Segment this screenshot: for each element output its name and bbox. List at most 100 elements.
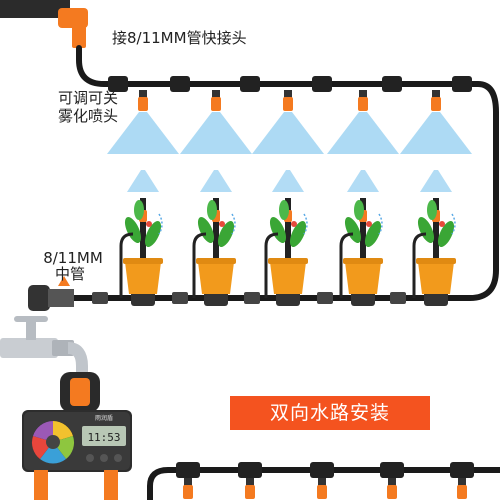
mist-nozzle-icon (317, 485, 327, 499)
leaf-icon (269, 217, 287, 243)
leaf-icon (197, 217, 215, 243)
tee-connector-icon (452, 76, 472, 92)
mist-nozzle-icon (245, 485, 255, 499)
leaf-icon (417, 217, 435, 243)
flower-icon (146, 221, 152, 227)
mist-nozzle-icon (138, 97, 148, 111)
pipe-indicator-icon (58, 276, 70, 286)
nozzle-stem (139, 90, 147, 98)
tee-connector-icon (240, 76, 260, 92)
tee-connector-icon (380, 462, 404, 478)
water-droplets (231, 213, 236, 235)
nozzle-stem (184, 478, 192, 486)
stake-icon (140, 198, 146, 284)
stake-icon (285, 198, 291, 284)
pipe-joint-icon (92, 292, 108, 304)
drip-tube (119, 232, 134, 298)
water-droplets (451, 213, 456, 235)
pot-rim (123, 258, 163, 264)
mist-nozzle-icon (211, 97, 221, 111)
device-top-icon (0, 0, 70, 18)
stake-icon (213, 198, 219, 284)
tee-connector-icon (310, 462, 334, 478)
tee-connector-icon (238, 462, 262, 478)
pot-icon (198, 262, 234, 294)
install-banner: 双向水路安装 (230, 396, 430, 430)
tee-connector-icon (170, 76, 190, 92)
pot-icon (270, 262, 306, 294)
tee-connector-icon (108, 76, 128, 92)
water-droplets (158, 213, 163, 235)
nozzle-stem (458, 478, 466, 486)
quick-connector-icon (58, 8, 88, 28)
flower-icon (366, 221, 372, 227)
timer-display: 11:53 (87, 431, 120, 444)
mist-spray-cone (327, 112, 399, 154)
leaf-icon (279, 200, 289, 220)
mist-spray-cone (400, 112, 472, 154)
nozzle-stem (359, 90, 367, 98)
nozzle-stem (432, 90, 440, 98)
lower-tee-connectors (176, 462, 474, 499)
nozzle-stem (212, 90, 220, 98)
nozzle-stem (246, 478, 254, 486)
potted-plants (119, 198, 456, 298)
pot-rim (268, 258, 308, 264)
tee-connector-icon (450, 462, 474, 478)
mist-nozzle-icon (183, 485, 193, 499)
water-timer-icon (22, 372, 132, 500)
leaf-icon (207, 200, 217, 220)
pipe-joint-icon (317, 292, 333, 304)
main-pipe-upper (47, 45, 499, 301)
water-droplets (378, 213, 383, 235)
drip-tube (339, 232, 354, 298)
mist-nozzle-icon (457, 485, 467, 499)
pot-rim (343, 258, 383, 264)
mist-spray-small (420, 170, 452, 192)
connector-label: 接8/11MM管快接头 (112, 29, 247, 47)
leaf-icon (344, 217, 362, 243)
quick-connector-body (72, 26, 86, 48)
leaf-icon (144, 221, 162, 247)
timer-brand: 雨润盾 (95, 414, 113, 422)
leaf-icon (124, 217, 142, 243)
nozzle-label-line1: 可调可关 (57, 89, 118, 107)
mist-nozzle-icon (283, 97, 293, 111)
pipe-label-line1: 8/11MM (43, 249, 103, 267)
mist-spray-small (347, 170, 379, 192)
end-plug-thread (48, 289, 74, 307)
nozzle-label-line2: 雾化喷头 (57, 107, 118, 125)
mist-spray-cone (252, 112, 324, 154)
faucet-icon (0, 316, 88, 378)
flower-icon (219, 221, 225, 227)
stake-icon (360, 198, 366, 284)
mist-nozzle-icon (387, 485, 397, 499)
flower-icon (439, 221, 445, 227)
drip-tube (412, 232, 427, 298)
mist-spray-small (127, 170, 159, 192)
end-plug-icon (28, 285, 50, 311)
pipe-joint-icon (172, 292, 188, 304)
drip-tube (264, 232, 279, 298)
mist-spray-small (200, 170, 232, 192)
nozzle-stem (318, 478, 326, 486)
pipe-label-line2: 中管 (54, 265, 85, 283)
mist-sprays (107, 90, 472, 192)
flower-icon (291, 221, 297, 227)
nozzle-stem (284, 90, 292, 98)
tee-connector-icon (382, 76, 402, 92)
leaf-icon (427, 200, 437, 220)
pot-icon (418, 262, 454, 294)
water-droplets (303, 213, 308, 235)
pot-rim (416, 258, 456, 264)
leaf-icon (364, 221, 382, 247)
mist-spray-cone (180, 112, 252, 154)
main-pipe-lower (147, 467, 500, 500)
mist-spray-small (272, 170, 304, 192)
mist-nozzle-icon (358, 97, 368, 111)
pot-icon (125, 262, 161, 294)
leaf-icon (354, 200, 364, 220)
mist-nozzle-icon (431, 97, 441, 111)
leaf-icon (289, 221, 307, 247)
